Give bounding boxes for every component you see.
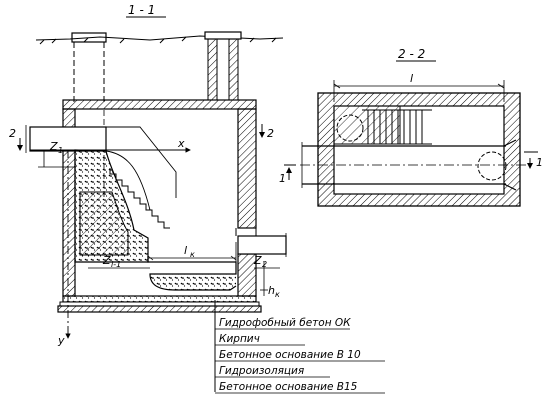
left-wall-lower bbox=[62, 149, 76, 297]
lk-dimension bbox=[147, 242, 237, 262]
manhole-neck bbox=[204, 31, 242, 101]
foundation-b10 bbox=[62, 295, 257, 303]
y-axis-label: y bbox=[57, 334, 65, 347]
legend-item-hydrophobic-concrete: Гидрофобный бетон ОК bbox=[219, 317, 351, 329]
l-length-label: l bbox=[410, 72, 413, 85]
hk-label: h bbox=[268, 284, 275, 297]
plan-manhole-circle bbox=[477, 151, 507, 181]
hk-subscript: к bbox=[275, 290, 280, 299]
z2-label: Z bbox=[253, 254, 262, 267]
inlet-pipe bbox=[25, 125, 107, 153]
legend-item-brick: Кирпич bbox=[219, 333, 260, 345]
lk-label: l bbox=[184, 244, 187, 257]
material-legend: Гидрофобный бетон ОК Кирпич Бетонное осн… bbox=[215, 317, 385, 394]
zi1-label: Z bbox=[102, 254, 111, 267]
legend-item-base-b10: Бетонное основание В 10 bbox=[219, 349, 361, 361]
lk-subscript: к bbox=[190, 250, 195, 259]
drop-hatched-core bbox=[79, 191, 129, 256]
x-axis-label: x bbox=[177, 137, 185, 150]
tray-fill bbox=[150, 274, 236, 290]
section-1-1: 1 - 1 bbox=[9, 3, 287, 392]
plan-stair-treads bbox=[362, 109, 432, 145]
ground-surface bbox=[35, 35, 284, 45]
top-slab bbox=[62, 99, 257, 110]
z1-label: Z bbox=[49, 140, 58, 153]
section-2-2: 2 - 2 l bbox=[279, 47, 543, 207]
cut-marker-1 bbox=[284, 151, 538, 180]
section-2-2-title: 2 - 2 bbox=[398, 47, 425, 61]
cut-marker-2 bbox=[17, 124, 265, 151]
energy-dissipation-steps bbox=[109, 168, 170, 229]
legend-item-waterproofing: Гидроизоляция bbox=[219, 365, 304, 377]
jet-trajectory bbox=[105, 126, 177, 211]
right-wall bbox=[237, 108, 257, 229]
z2-subscript: 2 bbox=[262, 260, 267, 269]
plan-riser-circle bbox=[336, 114, 364, 142]
waterproofing-layer bbox=[59, 301, 260, 307]
plan-stair-block bbox=[333, 105, 401, 145]
z1-dimension bbox=[38, 151, 76, 168]
outlet-pipe bbox=[235, 228, 287, 257]
coordinate-axes bbox=[30, 147, 191, 339]
section-1-1-title: 1 - 1 bbox=[128, 3, 155, 17]
zi1-subscript: i-1 bbox=[111, 260, 121, 269]
cut-2-right-label: 2 bbox=[267, 127, 274, 140]
legend-item-base-b15: Бетонное основание В15 bbox=[219, 381, 358, 393]
cut-1-left-label: 1 bbox=[279, 172, 286, 185]
cut-2-left-label: 2 bbox=[9, 127, 16, 140]
left-wall bbox=[62, 108, 76, 130]
z2-hk-dimension bbox=[254, 262, 280, 296]
cut-1-right-label: 1 bbox=[536, 156, 543, 169]
z1-subscript: 1 bbox=[58, 146, 63, 155]
foundation-b15 bbox=[57, 305, 262, 313]
